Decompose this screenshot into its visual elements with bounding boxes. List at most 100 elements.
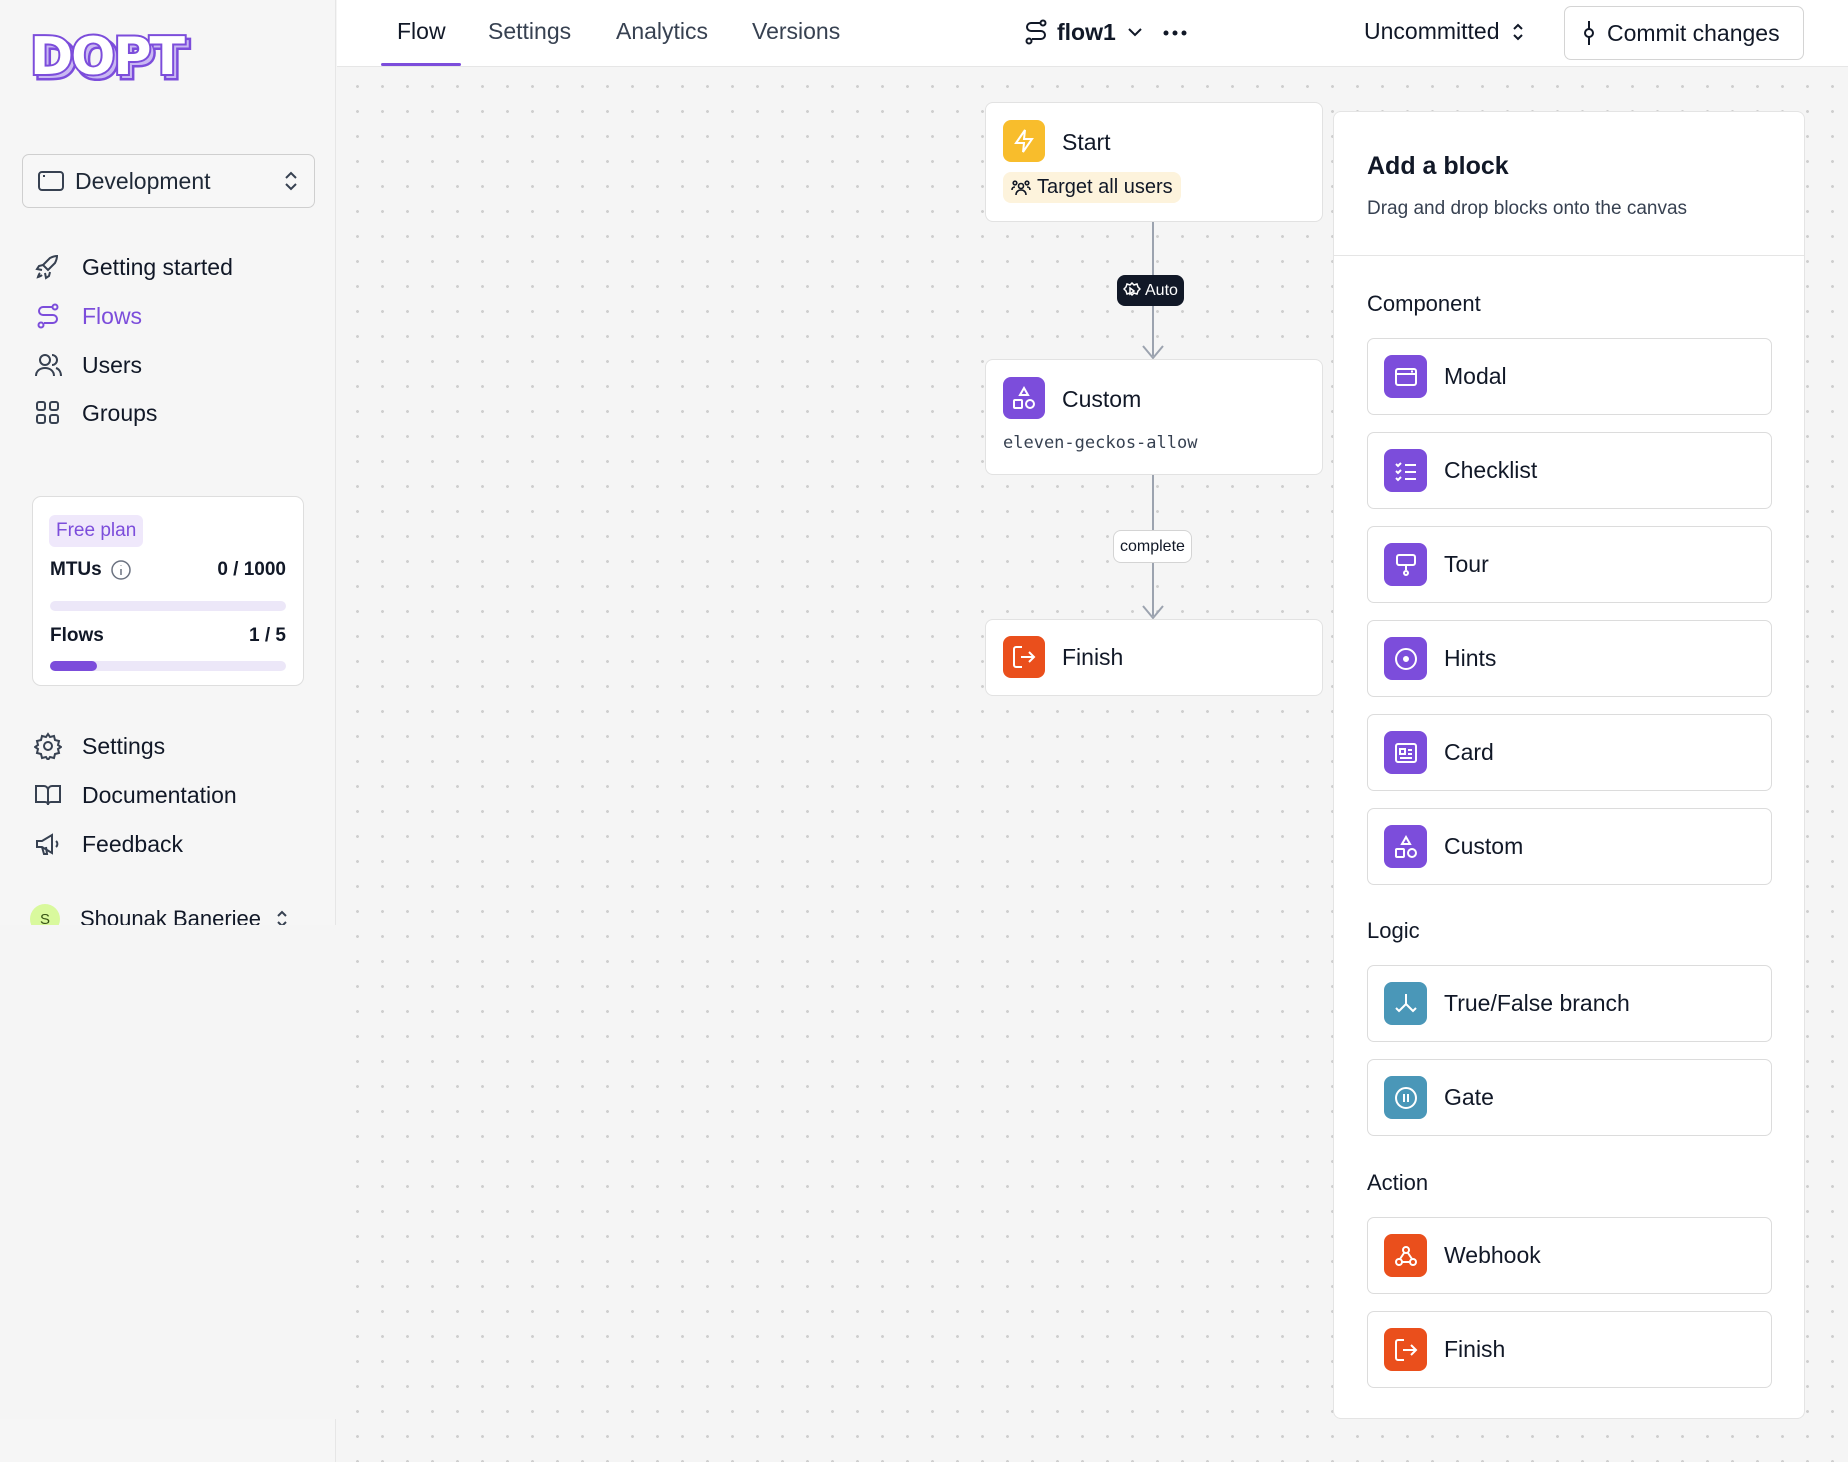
sidebar: DOPT DOPT Development Getting started Fl…	[0, 0, 336, 1462]
sidebar-item-users[interactable]: Users	[34, 345, 334, 385]
megaphone-icon	[36, 833, 59, 855]
flow-name-menu[interactable]: flow1	[1023, 18, 1144, 46]
window-icon	[38, 171, 64, 191]
block-custom[interactable]: Custom	[1367, 808, 1772, 885]
shapes-icon	[1384, 825, 1427, 868]
git-commit-icon	[1584, 21, 1594, 45]
mtus-row: MTUs 0 / 1000	[50, 559, 286, 581]
top-bar: Flow Settings Analytics Versions flow1 U…	[337, 0, 1848, 67]
tab-versions[interactable]: Versions	[752, 18, 841, 44]
tab-settings[interactable]: Settings	[488, 18, 572, 44]
mtus-label: MTUs	[50, 559, 102, 580]
more-options-icon[interactable]	[1160, 18, 1190, 48]
block-modal[interactable]: Modal	[1367, 338, 1772, 415]
block-label: Webhook	[1444, 1242, 1541, 1268]
custom-node[interactable]: Custom eleven-geckos-allow	[985, 359, 1323, 475]
chevron-updown-icon	[285, 171, 297, 191]
users-icon	[1011, 179, 1031, 195]
block-gate[interactable]: Gate	[1367, 1059, 1772, 1136]
flows-value: 1 / 5	[249, 625, 286, 646]
plan-badge[interactable]: Free plan	[49, 515, 144, 547]
book-icon	[35, 785, 61, 806]
block-label: Finish	[1444, 1336, 1506, 1362]
sidebar-item-label: Flows	[82, 302, 143, 329]
active-tab-indicator	[381, 63, 461, 66]
flows-label: Flows	[50, 625, 104, 646]
exit-icon	[1384, 1328, 1427, 1371]
block-tour[interactable]: Tour	[1367, 526, 1772, 603]
sidebar-item-label: Settings	[82, 732, 166, 759]
commit-changes-button[interactable]: Commit changes	[1564, 6, 1804, 60]
gear-icon	[34, 732, 62, 760]
rocket-icon	[35, 254, 59, 280]
block-hints[interactable]: Hints	[1367, 620, 1772, 697]
mtus-progress	[50, 601, 286, 611]
tab-analytics[interactable]: Analytics	[616, 18, 709, 44]
sidebar-item-settings[interactable]: Settings	[34, 726, 334, 766]
exit-icon	[1003, 636, 1045, 678]
target-badge[interactable]: Target all users	[1003, 172, 1181, 203]
shapes-icon	[1003, 377, 1045, 419]
grid-icon	[36, 401, 59, 424]
divider	[1334, 255, 1804, 256]
sidebar-item-label: Users	[82, 351, 143, 378]
sidebar-item-flows[interactable]: Flows	[34, 296, 334, 336]
block-label: Custom	[1444, 833, 1524, 859]
chevron-down-icon	[1128, 28, 1142, 37]
sidebar-item-documentation[interactable]: Documentation	[34, 775, 334, 815]
block-label: Modal	[1444, 363, 1507, 389]
sidebar-lower-area	[0, 925, 336, 1419]
custom-node-identifier: eleven-geckos-allow	[1003, 433, 1198, 453]
info-icon[interactable]	[110, 559, 132, 581]
modal-icon	[1384, 355, 1427, 398]
section-action: Action	[1367, 1170, 1429, 1195]
edge-label-complete[interactable]: complete	[1113, 530, 1192, 563]
users-icon	[35, 354, 62, 377]
arrow-head	[1142, 605, 1164, 620]
sidebar-item-feedback[interactable]: Feedback	[34, 824, 334, 864]
start-node-title: Start	[1062, 129, 1111, 155]
commit-label: Commit changes	[1607, 19, 1780, 46]
block-webhook[interactable]: Webhook	[1367, 1217, 1772, 1294]
tab-flow[interactable]: Flow	[397, 18, 446, 44]
finish-node[interactable]: Finish	[985, 619, 1323, 696]
arrow-head	[1142, 345, 1164, 360]
svg-text:DOPT: DOPT	[34, 31, 189, 84]
block-true-false-branch[interactable]: True/False branch	[1367, 965, 1772, 1042]
version-status-select[interactable]: Uncommitted	[1364, 18, 1525, 45]
dopt-logo[interactable]: DOPT DOPT	[30, 28, 216, 84]
block-label: Hints	[1444, 645, 1497, 671]
flows-row: Flows 1 / 5	[50, 625, 286, 647]
environment-label: Development	[75, 167, 211, 194]
panel-subtitle: Drag and drop blocks onto the canvas	[1367, 198, 1688, 219]
sidebar-item-groups[interactable]: Groups	[34, 393, 334, 433]
mtus-value: 0 / 1000	[217, 559, 286, 580]
block-card[interactable]: Card	[1367, 714, 1772, 791]
flows-icon	[37, 303, 59, 329]
block-label: Tour	[1444, 551, 1489, 577]
edge-label-auto[interactable]: Auto	[1117, 275, 1184, 306]
block-label: True/False branch	[1444, 990, 1630, 1016]
target-label: Target all users	[1037, 176, 1173, 198]
finish-node-title: Finish	[1062, 644, 1124, 670]
section-component: Component	[1367, 291, 1481, 316]
chevron-updown-icon	[1513, 23, 1524, 40]
block-finish[interactable]: Finish	[1367, 1311, 1772, 1388]
sidebar-item-getting-started[interactable]: Getting started	[34, 247, 334, 287]
branch-icon	[1384, 982, 1427, 1025]
panel-title: Add a block	[1367, 152, 1509, 180]
sidebar-item-label: Groups	[82, 399, 158, 426]
environment-select[interactable]: Development	[22, 154, 315, 208]
card-icon	[1384, 731, 1427, 774]
block-label: Gate	[1444, 1084, 1494, 1110]
auto-icon	[1123, 281, 1141, 296]
block-checklist[interactable]: Checklist	[1367, 432, 1772, 509]
block-label: Checklist	[1444, 457, 1538, 483]
flow-name: flow1	[1057, 18, 1116, 45]
edge-label-text: Auto	[1145, 281, 1178, 299]
svg-text:DOPT: DOPT	[30, 28, 185, 84]
checklist-icon	[1384, 449, 1427, 492]
flows-progress	[50, 661, 286, 671]
start-node[interactable]: Start Target all users	[985, 102, 1323, 222]
add-block-panel: Add a block Drag and drop blocks onto th…	[1333, 111, 1805, 1419]
